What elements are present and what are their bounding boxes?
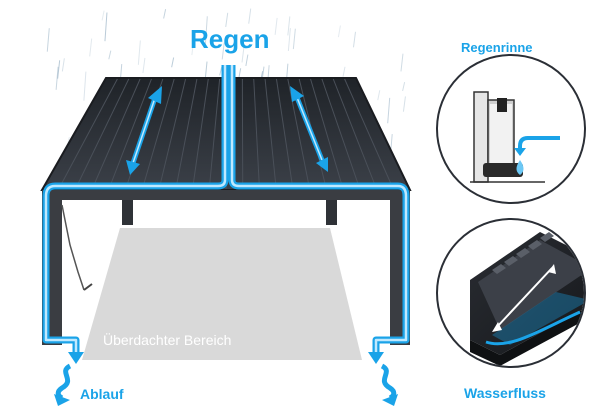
channel-rib bbox=[528, 240, 542, 250]
gutter-detail bbox=[436, 54, 586, 204]
rain-streak bbox=[274, 17, 278, 35]
back-post-right bbox=[326, 200, 337, 225]
roof-slat bbox=[158, 78, 187, 190]
waterflow-detail bbox=[436, 218, 586, 368]
rain-streak bbox=[137, 40, 141, 65]
rain-streak bbox=[225, 12, 229, 28]
roof-slat bbox=[91, 78, 141, 190]
covered-area-floor bbox=[82, 228, 362, 360]
rain-streak bbox=[108, 50, 112, 60]
channel-rib bbox=[540, 232, 554, 242]
rain-streak bbox=[241, 46, 245, 63]
roof-slat bbox=[141, 78, 175, 190]
roof-slat bbox=[58, 78, 118, 190]
rain-streak bbox=[352, 31, 356, 48]
roof-slat bbox=[75, 78, 130, 190]
crank-handle bbox=[61, 204, 93, 291]
roof-slat bbox=[310, 78, 344, 190]
rain-streak bbox=[248, 8, 252, 24]
rain-streak bbox=[221, 42, 225, 60]
drain-arrow bbox=[54, 363, 398, 406]
waterflow-title: Wasserfluss bbox=[464, 385, 546, 401]
rain-streak bbox=[57, 60, 61, 79]
rain-streak bbox=[83, 71, 87, 101]
roof-slat bbox=[275, 78, 294, 190]
rain-streak bbox=[400, 53, 404, 72]
roof-slat bbox=[253, 78, 260, 190]
rain-streak bbox=[191, 38, 195, 56]
gutter-title: Regenrinne bbox=[461, 40, 533, 55]
rain-streak bbox=[104, 12, 108, 42]
covered-area-label: Überdachter Bereich bbox=[103, 332, 232, 348]
rain-streak bbox=[337, 25, 341, 38]
rain-streak bbox=[89, 38, 93, 57]
rain-streak bbox=[204, 16, 208, 46]
rain-streak bbox=[402, 82, 406, 92]
flow-arrow bbox=[126, 86, 328, 175]
rain-streak bbox=[219, 67, 223, 76]
roof-slat bbox=[344, 78, 394, 190]
roof-slat bbox=[175, 78, 198, 190]
roof-slat bbox=[192, 78, 209, 190]
rain-streak bbox=[163, 9, 167, 19]
rain-streak bbox=[46, 28, 50, 52]
rain-streak bbox=[55, 66, 59, 90]
channel-rib bbox=[516, 248, 530, 258]
rain-streak bbox=[287, 28, 291, 52]
rain-streak bbox=[142, 57, 146, 74]
roof-slat bbox=[321, 78, 361, 190]
roof-slat bbox=[208, 78, 221, 190]
back-post-left bbox=[122, 200, 133, 225]
rain-streak bbox=[387, 97, 391, 124]
water-channel-arrow bbox=[42, 65, 410, 364]
roof-slat bbox=[332, 78, 378, 190]
rain-streak bbox=[245, 54, 249, 67]
rain-streak bbox=[377, 90, 381, 101]
channel-rib bbox=[492, 264, 506, 274]
rain-streak bbox=[61, 58, 65, 72]
roof-slat bbox=[108, 78, 152, 190]
rain-streak bbox=[342, 66, 346, 77]
rain-title: Regen bbox=[190, 24, 270, 54]
channel-rib bbox=[504, 256, 518, 266]
roof-slat bbox=[264, 78, 277, 190]
drain-title: Ablauf bbox=[80, 386, 124, 402]
rain-streak bbox=[292, 28, 296, 50]
rain-streak bbox=[101, 10, 105, 21]
rain-streak bbox=[287, 16, 291, 36]
rain-streak bbox=[402, 96, 406, 112]
rain-streak bbox=[171, 57, 175, 68]
